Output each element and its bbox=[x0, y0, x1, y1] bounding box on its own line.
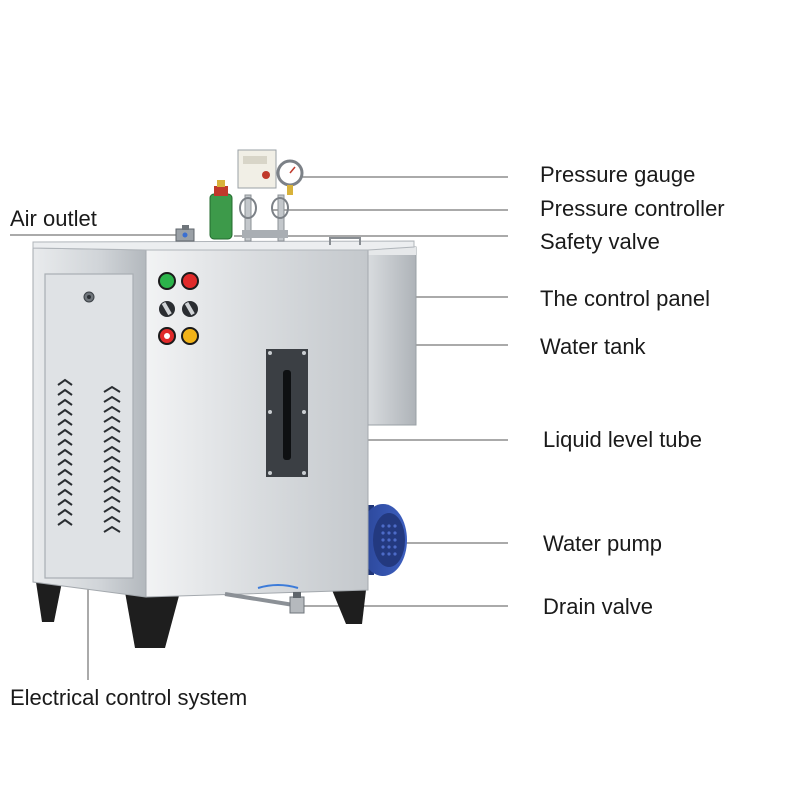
label-safety-valve: Safety valve bbox=[540, 229, 660, 254]
legs bbox=[36, 582, 366, 648]
label-pressure-controller: Pressure controller bbox=[540, 196, 725, 221]
drain-valve bbox=[224, 584, 305, 614]
cabinet-side bbox=[32, 247, 147, 598]
liquid-level-tube bbox=[266, 349, 308, 477]
water-pump bbox=[359, 504, 407, 576]
control-panel bbox=[158, 272, 199, 345]
label-water-tank: Water tank bbox=[540, 334, 646, 359]
label-liquid-level-tube: Liquid level tube bbox=[543, 427, 703, 452]
label-electrical-control-system: Electrical control system bbox=[10, 685, 248, 710]
top-fittings bbox=[175, 149, 304, 242]
electrical-door bbox=[44, 273, 134, 579]
label-control-panel: The control panel bbox=[540, 286, 710, 311]
vent-chevron-icon bbox=[57, 378, 121, 533]
label-water-pump: Water pump bbox=[543, 531, 663, 556]
cabinet-front bbox=[32, 237, 415, 598]
label-air-outlet: Air outlet bbox=[10, 206, 97, 231]
label-pressure-gauge: Pressure gauge bbox=[540, 162, 696, 187]
label-drain-valve: Drain valve bbox=[543, 594, 654, 619]
water-tank bbox=[365, 246, 417, 426]
